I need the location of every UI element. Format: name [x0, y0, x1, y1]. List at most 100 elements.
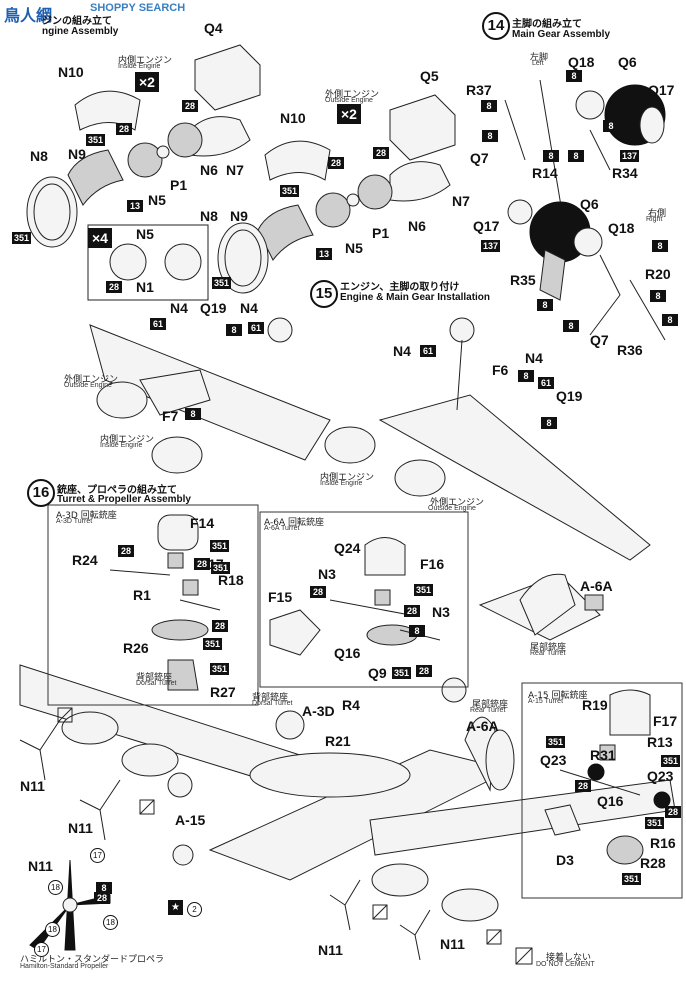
dorsal-turret-en-2: Dorsal Turret: [252, 700, 293, 707]
outside-engine-jp: 外側エンジン: [64, 375, 119, 385]
part-label: N5: [148, 192, 166, 208]
part-label: Q5: [420, 68, 439, 84]
part-label: F14: [190, 515, 215, 531]
paint-badge: 13: [316, 248, 332, 260]
a3d-turret-jp: A-3D 回転銃座: [56, 511, 117, 521]
color-circle: 18: [103, 915, 118, 930]
part-label: R21: [325, 733, 351, 749]
step15-title-jp: エンジン、主脚の取り付け: [340, 282, 460, 293]
part-label: Q19: [200, 300, 227, 316]
dorsal-turret-jp: 背部銃座: [136, 673, 173, 683]
part-label: R1: [133, 587, 151, 603]
a6a-turret-jp: A-6A 回転銃座: [264, 518, 324, 528]
paint-badge: 8: [482, 130, 498, 142]
paint-badge: 61: [248, 322, 264, 334]
part-label: Q18: [568, 54, 595, 70]
rear-turret-en-2: Rear Turret: [470, 707, 506, 714]
turret-a6a-drawing: [269, 537, 441, 656]
wing-left-drawing: [89, 317, 331, 474]
outside-engine-en-2: Outside Engine: [428, 505, 476, 512]
part-label: Q6: [618, 54, 637, 70]
paint-badge: 8: [566, 70, 582, 82]
no-cement-en: DO NOT CEMENT: [536, 961, 595, 968]
paint-badge: 137: [620, 150, 640, 162]
inside-engine-jp: 内側エンジン: [100, 435, 155, 445]
part-label: Q9: [368, 665, 387, 681]
part-label: N7: [226, 162, 244, 178]
wing-right-drawing: [324, 317, 651, 561]
paint-badge: 8: [518, 370, 534, 382]
color-circle: 2: [187, 902, 202, 917]
paint-badge: 351: [210, 663, 230, 675]
part-label: N9: [68, 146, 86, 162]
paint-badge: 28: [212, 620, 228, 632]
left-label-jp: 左脚: [530, 53, 549, 63]
part-label: Q16: [597, 793, 624, 809]
engine-assembly-drawing-left: [26, 44, 261, 248]
paint-badge: 28: [194, 558, 210, 570]
part-label: P1: [372, 225, 390, 241]
part-label: R18: [218, 572, 244, 588]
paint-badge: 351: [86, 134, 106, 146]
right-label-en: Right: [646, 216, 663, 223]
paint-badge: 8: [185, 408, 201, 420]
star-icon: ★: [168, 900, 183, 915]
paint-badge: 28: [328, 157, 344, 169]
step15-title-en: Engine & Main Gear Installation: [340, 292, 491, 303]
part-label: N6: [200, 162, 218, 178]
part-label: N1: [136, 279, 154, 295]
step16-title-en: Turret & Propeller Assembly: [57, 494, 191, 505]
outside-engine-label-en: Outside Engine: [325, 97, 373, 104]
rear-turret-en: Rear Turret: [530, 650, 566, 657]
color-circle: 17: [90, 848, 105, 863]
paint-badge: 8: [568, 150, 584, 162]
part-label: N11: [440, 936, 465, 952]
part-label: F6: [492, 362, 509, 378]
paint-badge: 28: [116, 123, 132, 135]
paint-badge: 8: [96, 882, 112, 894]
part-label: N11: [318, 942, 343, 958]
part-label: N9: [230, 208, 248, 224]
part-label: Q4: [204, 20, 223, 36]
a3d-turret-en: A-3D Turret: [56, 518, 93, 525]
part-label: F7: [162, 408, 179, 424]
engine-assembly-drawing-right: [87, 94, 456, 301]
part-label: N4: [170, 300, 188, 316]
paint-badge: 8: [537, 299, 553, 311]
color-circle: 17: [34, 942, 49, 957]
paint-badge: 8: [543, 150, 559, 162]
paint-badge: 351: [392, 667, 412, 679]
a15-turret-jp: A-15 回転銃座: [528, 691, 588, 701]
inside-engine-jp-2: 内側エンジン: [320, 473, 375, 483]
part-label: Q19: [556, 388, 583, 404]
paint-badge: 8: [662, 314, 678, 326]
rear-turret-drawing: [478, 573, 604, 641]
part-label: N3: [318, 566, 336, 582]
part-label: R26: [123, 640, 149, 656]
rear-turret-jp-2: 尾部銃座: [472, 700, 509, 710]
right-label-jp: 右側: [648, 209, 667, 219]
paint-badge: 351: [12, 232, 32, 244]
part-label: R4: [342, 697, 360, 713]
rear-turret-jp: 尾部銃座: [530, 643, 567, 653]
paint-badge: 351: [661, 755, 681, 767]
paint-badge: 351: [203, 638, 223, 650]
multiplier-x2-outside: ×2: [337, 104, 361, 124]
part-label: R24: [72, 552, 98, 568]
paint-badge: 8: [481, 100, 497, 112]
part-label: N10: [58, 64, 84, 80]
color-circle: 18: [48, 880, 63, 895]
paint-badge: 137: [481, 240, 501, 252]
propeller-label-en: Hamilton-Standard Propeller: [20, 963, 109, 970]
outside-engine-jp-2: 外側エンジン: [430, 498, 485, 508]
paint-badge: 28: [575, 780, 591, 792]
paint-badge: 13: [127, 200, 143, 212]
paint-badge: 8: [541, 417, 557, 429]
step16-title-jp: 銃座、プロペラの組み立て: [57, 485, 177, 496]
part-label: A-15: [175, 812, 206, 828]
paint-badge: 28: [373, 147, 389, 159]
paint-badge: 351: [211, 562, 231, 574]
inside-engine-en: Inside Engine: [100, 442, 143, 449]
part-label: R27: [210, 684, 236, 700]
paint-badge: 351: [212, 277, 232, 289]
